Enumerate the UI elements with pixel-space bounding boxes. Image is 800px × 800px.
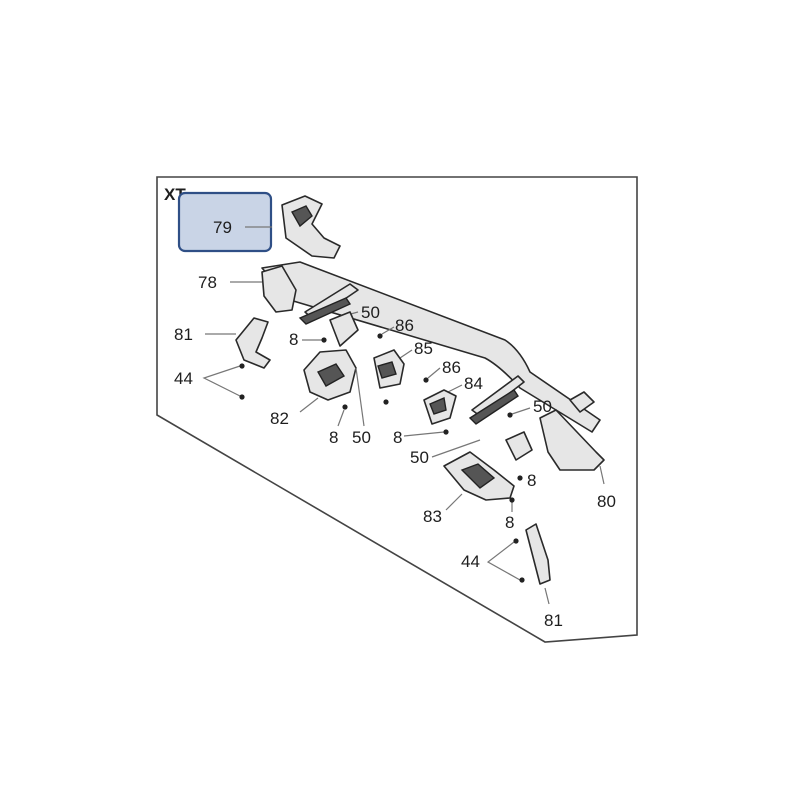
part-82-inner xyxy=(317,363,346,387)
part-80-arm xyxy=(539,409,605,471)
bolt-8e xyxy=(509,497,515,503)
clamp-50a xyxy=(329,311,359,347)
fastener-44b-2 xyxy=(519,577,525,583)
fastener-44a-2 xyxy=(239,394,245,400)
leader-50c xyxy=(511,407,531,415)
bolt-86a xyxy=(377,333,383,339)
highlight-box[interactable] xyxy=(177,191,273,253)
part-84-inner xyxy=(429,397,447,415)
part-80-cap xyxy=(569,391,595,413)
part-81-left xyxy=(235,317,271,369)
leader-80 xyxy=(599,465,605,485)
callout-50a[interactable]: 50 xyxy=(361,303,380,322)
part-78-bracket xyxy=(261,265,297,313)
part-79-inner xyxy=(291,205,313,228)
part-81-right xyxy=(525,523,551,585)
callout-44a[interactable]: 44 xyxy=(174,369,193,388)
leader-83 xyxy=(445,493,463,511)
callout-50d[interactable]: 50 xyxy=(410,448,429,467)
fastener-44a-1 xyxy=(239,363,245,369)
bolt-8c-2 xyxy=(383,399,389,405)
callout-81a[interactable]: 81 xyxy=(174,325,193,344)
callout-81b[interactable]: 81 xyxy=(544,611,563,630)
part-85-inner xyxy=(377,361,397,379)
clamp-50d xyxy=(505,431,533,461)
leader-84 xyxy=(447,384,463,393)
bolt-50c xyxy=(507,412,513,418)
part-83-inner xyxy=(460,463,496,489)
callout-8a[interactable]: 8 xyxy=(289,330,298,349)
callout-8d[interactable]: 8 xyxy=(527,471,536,490)
callout-8c[interactable]: 8 xyxy=(393,428,402,447)
callout-44b[interactable]: 44 xyxy=(461,552,480,571)
callout-85[interactable]: 85 xyxy=(414,339,433,358)
right-rail-2 xyxy=(468,389,519,425)
callout-8e[interactable]: 8 xyxy=(505,513,514,532)
leader-50b xyxy=(355,367,365,427)
bolt-8b xyxy=(342,404,348,410)
callout-50b[interactable]: 50 xyxy=(352,428,371,447)
callout-82[interactable]: 82 xyxy=(270,409,289,428)
leader-44b xyxy=(486,541,521,581)
leader-85 xyxy=(399,349,413,359)
callout-86a[interactable]: 86 xyxy=(395,316,414,335)
callout-86b[interactable]: 86 xyxy=(442,358,461,377)
leader-8b xyxy=(337,409,345,427)
callout-50c[interactable]: 50 xyxy=(533,397,552,416)
left-rail-2 xyxy=(298,297,352,325)
bolt-8d xyxy=(517,475,523,481)
callout-79[interactable]: 79 xyxy=(213,218,232,237)
callout-80[interactable]: 80 xyxy=(597,492,616,511)
bolt-8a xyxy=(321,337,327,343)
fastener-44b-1 xyxy=(513,538,519,544)
callout-78[interactable]: 78 xyxy=(198,273,217,292)
leader-50d xyxy=(431,439,481,458)
callout-8b[interactable]: 8 xyxy=(329,428,338,447)
callout-84[interactable]: 84 xyxy=(464,374,483,393)
diagram-frame xyxy=(156,176,638,643)
part-79-bracket xyxy=(281,195,341,259)
leader-82 xyxy=(299,397,319,413)
leader-81b xyxy=(544,587,550,605)
leader-44a xyxy=(202,365,241,397)
callout-83[interactable]: 83 xyxy=(423,507,442,526)
leader-86a xyxy=(381,326,395,335)
leader-8c xyxy=(403,431,445,437)
leader-86b xyxy=(427,367,441,379)
bolt-86b xyxy=(423,377,429,383)
bolt-8c xyxy=(443,429,449,435)
